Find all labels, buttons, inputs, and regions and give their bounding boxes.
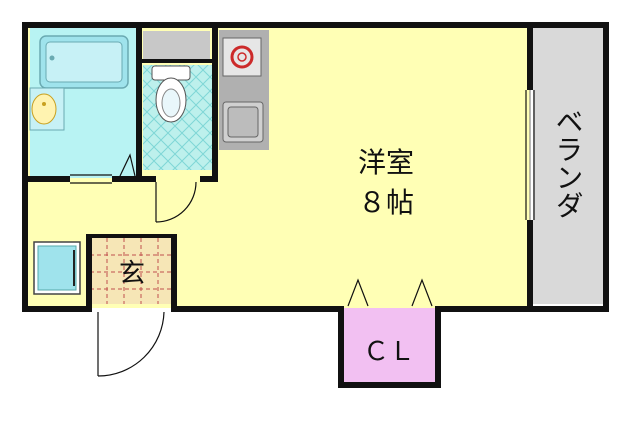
balcony-label: ベランダ xyxy=(552,107,585,219)
toilet-icon xyxy=(151,65,191,123)
closet-door-icon xyxy=(347,278,433,307)
sliding-door-bath xyxy=(70,153,136,184)
entrance-floor xyxy=(90,238,175,304)
western-room-name: 洋室 xyxy=(358,146,414,179)
door-swing-icon xyxy=(155,181,197,223)
closet-label: ＣＬ xyxy=(363,337,415,367)
stove-icon xyxy=(222,37,262,77)
sink-icon xyxy=(222,101,264,143)
walls xyxy=(22,22,609,388)
bathtub-icon xyxy=(39,35,129,89)
balcony-floor xyxy=(533,28,603,304)
balcony-window xyxy=(525,90,535,220)
western-room-size: ８帖 xyxy=(358,186,414,219)
toilet-top-shelf xyxy=(143,31,210,59)
fridge-icon xyxy=(33,241,81,295)
closet-floor xyxy=(342,308,437,386)
washbasin-icon xyxy=(29,87,65,131)
entrance-label: 玄 xyxy=(119,259,145,289)
entrance-door-swing-icon xyxy=(97,311,165,377)
